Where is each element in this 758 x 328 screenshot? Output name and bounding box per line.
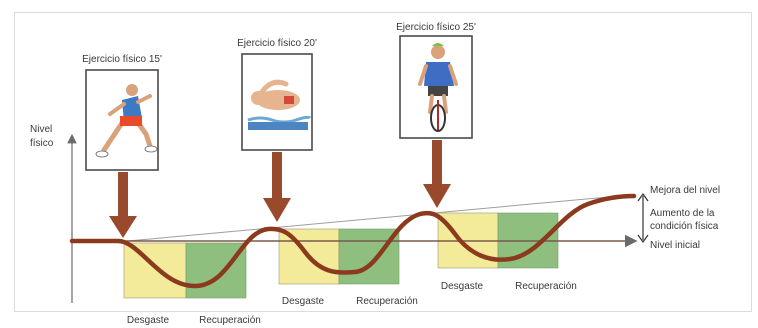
desgaste-label-1: Desgaste <box>127 315 170 326</box>
exercise-label-3: Ejercicio físico 25' <box>396 22 476 33</box>
exercise-label-1: Ejercicio físico 15' <box>82 54 162 65</box>
recuperacion-label-1: Recuperación <box>199 315 261 326</box>
arrow-exercise-3 <box>423 140 451 208</box>
aumento-label-line1: Aumento de la <box>650 208 715 219</box>
arrow-exercise-1 <box>109 172 137 238</box>
mejora-del-nivel-label: Mejora del nivel <box>650 185 720 196</box>
desgaste-label-3: Desgaste <box>441 281 484 292</box>
y-axis-label-line1: Nivel <box>30 124 52 135</box>
y-axis-label-line2: físico <box>30 138 54 149</box>
desgaste-label-2: Desgaste <box>282 296 325 307</box>
nivel-inicial-label: Nivel inicial <box>650 240 700 251</box>
recuperacion-label-2: Recuperación <box>356 296 418 307</box>
aumento-label-line2: condición física <box>650 221 719 232</box>
exercise-label-2: Ejercicio físico 20' <box>237 38 317 49</box>
exercise-card-2 <box>242 54 312 150</box>
arrow-exercise-2 <box>263 152 291 222</box>
desgaste-box-1 <box>124 243 186 298</box>
exercise-card-3 <box>400 36 472 138</box>
exercise-card-1 <box>86 70 158 170</box>
recuperacion-label-3: Recuperación <box>515 281 577 292</box>
